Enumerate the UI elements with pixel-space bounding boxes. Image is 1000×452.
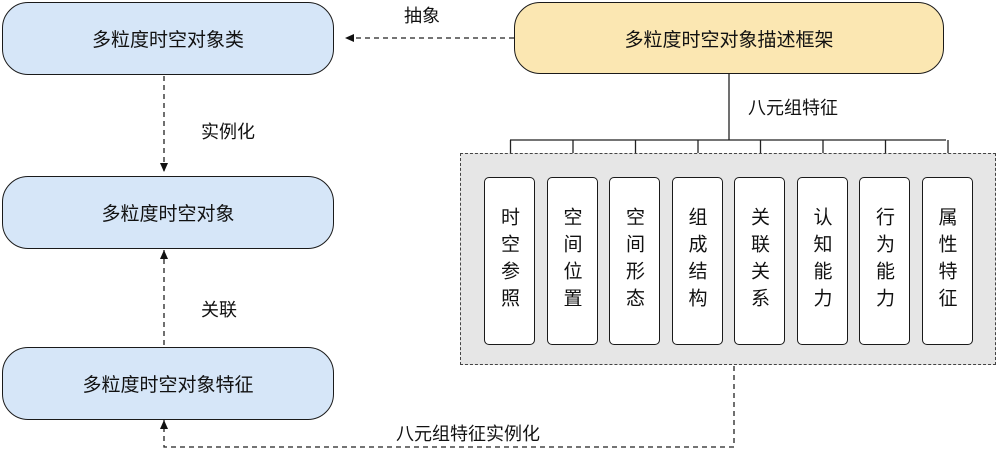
feature-card-label: 行为能力 [873,207,895,315]
node-description-framework: 多粒度时空对象描述框架 [514,2,944,74]
feature-card-label: 认知能力 [810,207,833,315]
feature-card: 空间形态 [609,177,660,345]
feature-card: 属性特征 [921,177,973,345]
feature-card: 行为能力 [859,177,910,345]
feature-card-label: 空间形态 [623,207,645,315]
node-object: 多粒度时空对象 [2,176,334,249]
node-object-feature-label: 多粒度时空对象特征 [82,374,254,396]
label-eight-features: 八元组特征 [748,98,838,119]
feature-card: 时空参照 [484,177,535,345]
feature-panel [460,153,996,365]
node-description-framework-label: 多粒度时空对象描述框架 [624,28,834,51]
feature-card-label: 组成结构 [685,207,708,315]
label-eight-instantiate: 八元组特征实例化 [396,424,540,445]
node-object-class-label: 多粒度时空对象类 [91,29,244,51]
node-object-label: 多粒度时空对象 [101,203,235,225]
feature-card: 空间位置 [546,177,598,345]
feature-card: 认知能力 [796,177,848,345]
node-object-feature: 多粒度时空对象特征 [2,347,334,420]
feature-card: 组成结构 [671,177,723,345]
feature-card: 关联关系 [734,177,785,345]
label-associate: 关联 [201,300,237,321]
label-instantiate: 实例化 [201,122,255,143]
node-object-class: 多粒度时空对象类 [2,2,334,75]
feature-card-label: 属性特征 [935,207,958,315]
label-abstract: 抽象 [404,6,440,27]
feature-card-label: 关联关系 [748,207,770,315]
feature-card-label: 时空参照 [498,207,520,315]
feature-card-label: 空间位置 [560,207,583,315]
edge-eight-instantiate [160,366,735,448]
